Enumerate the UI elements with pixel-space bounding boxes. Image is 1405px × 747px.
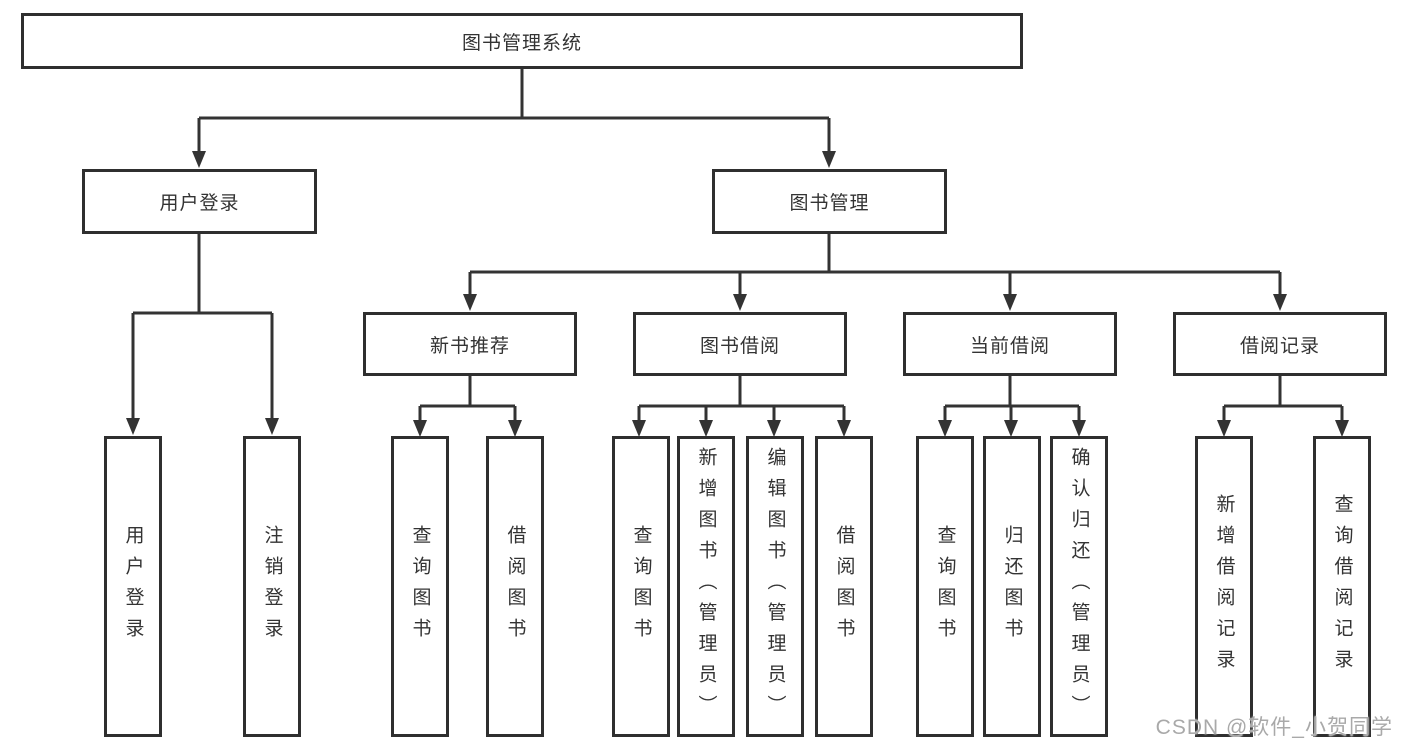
arrow-down-icon (733, 294, 747, 311)
leaf-label: 查询图书 (630, 524, 652, 649)
leaf-label: 查询借阅记录 (1331, 493, 1353, 680)
leaf-query-books-3: 查询图书 (916, 436, 974, 737)
arrow-down-icon (1004, 420, 1018, 437)
leaf-logout: 注销登录 (243, 436, 301, 737)
leaf-add-borrow-record: 新增借阅记录 (1195, 436, 1253, 737)
connector-borrowrecord-children (1222, 376, 1344, 420)
connector-newbook-children (418, 376, 517, 420)
connector-root-to-level2 (197, 69, 831, 152)
arrow-down-icon (1273, 294, 1287, 311)
leaf-borrow-books-1: 借阅图书 (486, 436, 544, 737)
leaf-confirm-return-admin: 确认归还（管理员） (1050, 436, 1108, 737)
leaf-query-books-2: 查询图书 (612, 436, 670, 737)
node-label: 图书管理 (789, 193, 870, 214)
node-book-management: 图书管理 (712, 169, 947, 234)
leaf-label: 归还图书 (1001, 524, 1023, 649)
csdn-watermark: CSDN @软件_小贺同学 (1155, 716, 1393, 739)
node-borrow-record: 借阅记录 (1173, 312, 1387, 376)
arrow-down-icon (767, 420, 781, 437)
node-label: 图书借阅 (699, 335, 780, 357)
leaf-label: 借阅图书 (504, 524, 526, 649)
node-book-borrow: 图书借阅 (633, 312, 847, 376)
leaf-return-book: 归还图书 (983, 436, 1041, 737)
arrow-down-icon (126, 418, 140, 435)
arrow-down-icon (1072, 420, 1086, 437)
node-label: 借阅记录 (1239, 335, 1320, 357)
leaf-borrow-books-2: 借阅图书 (815, 436, 873, 737)
leaf-query-borrow-record: 查询借阅记录 (1313, 436, 1371, 737)
node-new-book-recommend: 新书推荐 (363, 312, 577, 376)
leaf-label: 确认归还（管理员） (1068, 447, 1090, 726)
leaf-label: 查询图书 (934, 524, 956, 649)
arrow-down-icon (632, 420, 646, 437)
connector-bookborrow-children (637, 376, 846, 420)
connector-currentborrow-children (943, 376, 1081, 420)
arrow-down-icon (1217, 420, 1231, 437)
leaf-label: 新增借阅记录 (1213, 493, 1235, 680)
leaf-label: 借阅图书 (833, 524, 855, 649)
leaf-label: 编辑图书（管理员） (764, 447, 786, 726)
leaf-user-login: 用户登录 (104, 436, 162, 737)
node-label: 图书管理系统 (461, 32, 582, 54)
node-library-management-system: 图书管理系统 (21, 13, 1023, 69)
arrow-down-icon (938, 420, 952, 437)
arrow-down-icon (265, 418, 279, 435)
arrow-down-icon (837, 420, 851, 437)
arrow-down-icon (822, 151, 836, 168)
connector-userlogin-children (131, 234, 274, 419)
leaf-add-book-admin: 新增图书（管理员） (677, 436, 735, 737)
node-label: 新书推荐 (429, 335, 510, 357)
arrow-down-icon (413, 420, 427, 437)
connector-paths (131, 69, 1344, 420)
leaf-label: 查询图书 (409, 524, 431, 649)
leaf-query-books-1: 查询图书 (391, 436, 449, 737)
leaf-edit-book-admin: 编辑图书（管理员） (746, 436, 804, 737)
leaf-label: 注销登录 (261, 524, 283, 649)
node-label: 当前借阅 (969, 335, 1050, 357)
arrow-down-icon (1335, 420, 1349, 437)
arrow-down-icon (192, 151, 206, 168)
leaf-label: 用户登录 (122, 524, 144, 649)
arrowheads (126, 151, 1349, 437)
leaf-label: 新增图书（管理员） (695, 447, 717, 726)
arrow-down-icon (463, 294, 477, 311)
arrow-down-icon (1003, 294, 1017, 311)
node-user-login: 用户登录 (82, 169, 317, 234)
node-label: 用户登录 (159, 193, 240, 214)
node-current-borrow: 当前借阅 (903, 312, 1117, 376)
connector-bookmgmt-to-level3 (468, 233, 1282, 295)
arrow-down-icon (508, 420, 522, 437)
arrow-down-icon (699, 420, 713, 437)
